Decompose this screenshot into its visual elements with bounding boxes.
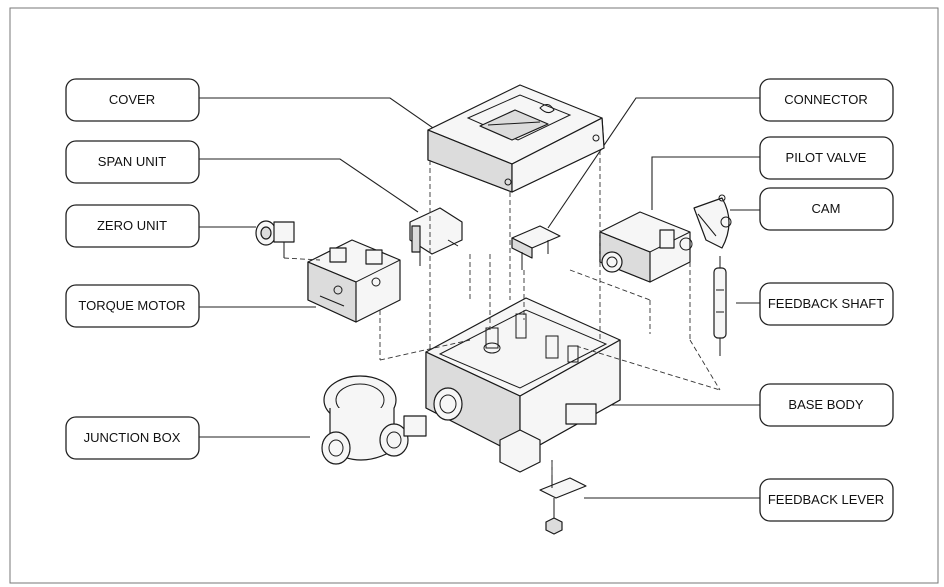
label-connector: CONNECTOR <box>547 78 894 229</box>
label-zero-unit: ZERO UNIT <box>65 204 256 248</box>
junction-box-part <box>321 375 427 465</box>
label-cover: COVER <box>65 78 437 131</box>
label-cam-text: CAM <box>812 201 841 216</box>
label-junction-box: JUNCTION BOX <box>65 416 310 460</box>
label-base-body-text: BASE BODY <box>788 397 863 412</box>
feedback-lever-part <box>539 460 587 535</box>
label-cam: CAM <box>730 187 894 231</box>
base-body-part <box>425 297 621 473</box>
pilot-valve-part <box>599 211 693 283</box>
cover-part <box>427 84 605 193</box>
cam-part <box>693 194 732 249</box>
zero-unit-part <box>255 220 295 258</box>
label-pilot-valve: PILOT VALVE <box>651 136 894 210</box>
label-span-unit: SPAN UNIT <box>65 140 419 213</box>
label-feedback-shaft-text: FEEDBACK SHAFT <box>768 296 884 311</box>
span-unit-part <box>409 207 463 266</box>
label-torque-motor: TORQUE MOTOR <box>65 284 316 328</box>
label-feedback-shaft: FEEDBACK SHAFT <box>736 282 894 326</box>
label-zero-unit-text: ZERO UNIT <box>97 218 167 233</box>
label-cover-text: COVER <box>109 92 155 107</box>
label-torque-motor-text: TORQUE MOTOR <box>78 298 185 313</box>
label-feedback-lever-text: FEEDBACK LEVER <box>768 492 884 507</box>
torque-motor-part <box>307 239 401 323</box>
label-pilot-valve-text: PILOT VALVE <box>786 150 867 165</box>
connector-part <box>511 225 561 270</box>
feedback-shaft-part <box>713 256 727 356</box>
label-junction-box-text: JUNCTION BOX <box>84 430 181 445</box>
label-base-body: BASE BODY <box>604 383 894 427</box>
label-connector-text: CONNECTOR <box>784 92 868 107</box>
diagram-frame <box>9 7 939 584</box>
assembly-lines <box>283 150 721 478</box>
label-span-unit-text: SPAN UNIT <box>98 154 166 169</box>
label-feedback-lever: FEEDBACK LEVER <box>584 478 894 522</box>
